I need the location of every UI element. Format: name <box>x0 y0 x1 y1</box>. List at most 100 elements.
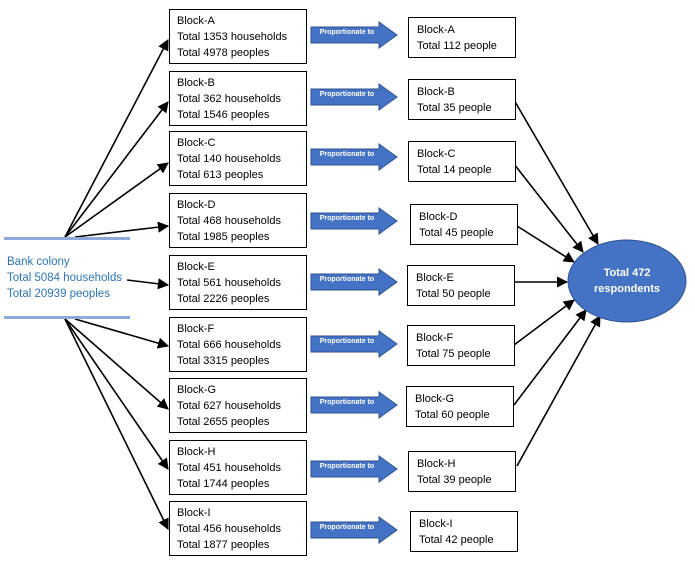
block-peoples: Total 4978 peoples <box>177 47 270 59</box>
block-name: Block-B <box>177 77 215 89</box>
converge-arrow <box>513 309 587 406</box>
sample-block-name: Block-G <box>415 393 455 405</box>
block-f-sample-box: Block-F Total 75 people <box>407 325 515 366</box>
block-peoples: Total 1877 peoples <box>177 539 270 551</box>
proportionate-arrow-shape <box>310 268 398 296</box>
block-households: Total 140 households <box>177 153 281 165</box>
block-b-sample-box: Block-B Total 35 people <box>408 79 516 120</box>
block-d-sample-box: Block-D Total 45 people <box>410 204 518 245</box>
proportionate-arrow-shape <box>310 207 398 235</box>
proportionate-to-label: Proportionate to <box>319 276 375 283</box>
sample-block-name: Block-D <box>419 211 458 223</box>
proportionate-arrow-shape <box>310 143 398 171</box>
proportionate-to-label: Proportionate to <box>319 91 375 98</box>
sample-block-name: Block-C <box>417 148 456 160</box>
block-g-sample-box: Block-G Total 60 people <box>406 386 514 427</box>
total-respondents: Total 472 respondents <box>567 239 687 323</box>
proportionate-to-label: Proportionate to <box>319 29 375 36</box>
block-e-sample-box: Block-E Total 50 people <box>407 265 515 306</box>
block-households: Total 1353 households <box>177 31 288 43</box>
fan-arrow <box>126 278 170 290</box>
source-peoples: Total 20939 peoples <box>7 288 110 300</box>
proportionate-arrow-shape <box>310 21 398 49</box>
block-h-sample-box: Block-H Total 39 people <box>408 451 516 492</box>
sample-size: Total 35 people <box>417 102 492 114</box>
converge-arrow <box>516 315 601 467</box>
proportionate-to-label: Proportionate to <box>319 215 375 222</box>
block-c-sample-box: Block-C Total 14 people <box>408 141 516 182</box>
connector-lines <box>64 39 601 531</box>
sample-size: Total 50 people <box>416 288 491 300</box>
proportionate-arrow-shape <box>310 83 398 111</box>
converge-arrow <box>513 299 575 346</box>
total-respondents-ellipse <box>567 239 687 323</box>
sample-size: Total 112 people <box>417 40 497 52</box>
fan-arrow <box>74 221 170 238</box>
source-name: Bank colony <box>7 256 70 268</box>
converge-arrow <box>513 163 584 253</box>
block-peoples: Total 1985 peoples <box>177 231 270 243</box>
proportionate-arrows <box>310 21 398 544</box>
block-households: Total 456 households <box>177 523 281 535</box>
block-name: Block-H <box>177 446 216 458</box>
block-households: Total 666 households <box>177 339 281 351</box>
source-bank-colony: Bank colony Total 5084 households Total … <box>4 237 130 319</box>
proportionate-to-label: Proportionate to <box>319 338 375 345</box>
block-peoples: Total 1744 peoples <box>177 478 270 490</box>
total-line-2: respondents <box>593 283 660 295</box>
block-households: Total 561 households <box>177 277 281 289</box>
block-households: Total 451 households <box>177 462 281 474</box>
block-name: Block-C <box>177 137 216 149</box>
block-peoples: Total 2655 peoples <box>177 416 270 428</box>
sample-size: Total 75 people <box>416 348 491 360</box>
sample-size: Total 42 people <box>419 534 494 546</box>
block-name: Block-E <box>177 261 215 273</box>
block-peoples: Total 2226 peoples <box>177 293 270 305</box>
proportionate-arrow-shape <box>310 330 398 358</box>
sample-block-name: Block-B <box>417 86 455 98</box>
fan-arrow <box>64 101 169 238</box>
sample-block-name: Block-E <box>416 272 454 284</box>
sample-size: Total 14 people <box>417 164 492 176</box>
block-name: Block-D <box>177 199 216 211</box>
sample-size: Total 45 people <box>419 227 494 239</box>
converge-arrow <box>513 99 599 245</box>
block-peoples: Total 3315 peoples <box>177 355 270 367</box>
proportionate-arrow-shape <box>310 516 398 544</box>
proportionate-to-label: Proportionate to <box>319 399 375 406</box>
block-households: Total 468 households <box>177 215 281 227</box>
block-households: Total 627 households <box>177 400 281 412</box>
block-households: Total 362 households <box>177 93 281 105</box>
fan-arrow <box>64 39 169 238</box>
proportionate-arrow-shape <box>310 391 398 419</box>
block-name: Block-A <box>177 15 215 27</box>
block-i-sample-box: Block-I Total 42 people <box>410 511 518 552</box>
sample-block-name: Block-F <box>416 332 454 344</box>
proportionate-arrow-shape <box>310 455 398 483</box>
fan-arrow <box>64 318 169 410</box>
total-line-1: Total 472 <box>603 267 651 279</box>
proportionate-to-label: Proportionate to <box>319 151 375 158</box>
proportionate-to-label: Proportionate to <box>319 463 375 470</box>
sample-block-name: Block-I <box>419 518 453 530</box>
fan-arrow <box>64 318 169 531</box>
sample-size: Total 39 people <box>417 474 492 486</box>
fan-arrow <box>64 162 169 238</box>
fan-arrow <box>74 318 170 349</box>
block-peoples: Total 613 peoples <box>177 169 264 181</box>
sample-size: Total 60 people <box>415 409 490 421</box>
block-name: Block-F <box>177 323 215 335</box>
sample-block-name: Block-H <box>417 458 456 470</box>
fan-arrow <box>64 318 169 470</box>
block-peoples: Total 1546 peoples <box>177 109 270 121</box>
